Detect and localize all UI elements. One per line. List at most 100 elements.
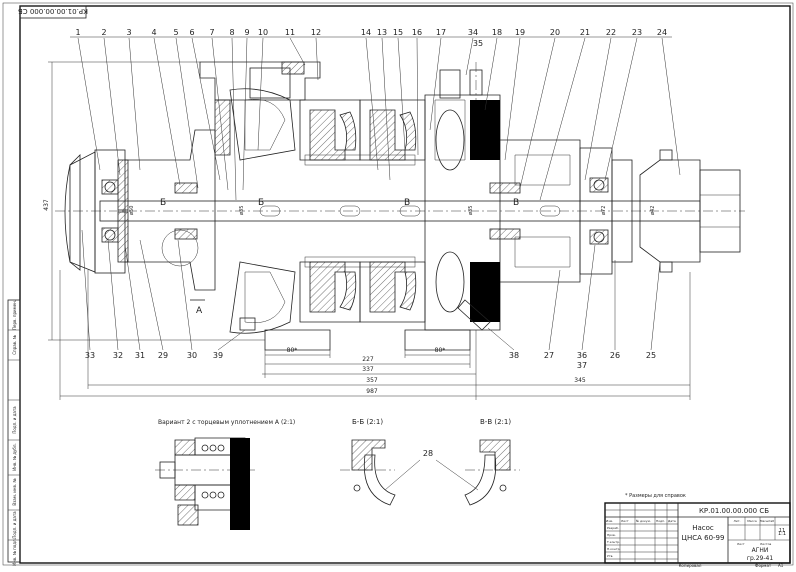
callout-12: 12 [311,28,321,37]
format-label: Формат [755,563,772,568]
section-marker-b2: Б [258,198,264,208]
strip-label: Справ. № [12,335,17,354]
callout-19: 19 [515,28,525,37]
scale-label: Масштаб [760,519,774,523]
strip-label: Инв. № дубл. [12,443,17,470]
strip-label: Подп. и дата [12,511,17,539]
callout-4: 4 [151,28,156,37]
lit-label: Лит. [734,519,741,523]
callout-38: 38 [509,351,519,360]
callout-25: 25 [646,351,656,360]
rotated-code: КР.01.00.00.000 СБ [18,7,88,15]
diam-label: ø35 [239,206,245,215]
scale-value: 1:1 [778,531,786,537]
callout-8: 8 [229,28,234,37]
section-marker-v2: В [513,198,519,208]
dim-357: 357 [366,377,378,384]
main-view: Б Б В В А ø50 ø35 ø35 ø72 ø42 [55,61,745,351]
dim-987: 987 [366,388,378,395]
callout-11: 11 [285,28,295,37]
title-code: КР.01.00.00.000 СБ [699,507,769,515]
left-bearing-housing [94,149,126,274]
callout-1: 1 [75,28,80,37]
bottom-callouts: 33 32 31 29 30 39 38 27 36 37 26 25 [81,229,661,370]
callout-26: 26 [610,351,620,360]
rotated-code-box: КР.01.00.00.000 СБ [18,5,88,19]
org-line-1: АГНИ [752,547,769,554]
callout-31: 31 [135,351,145,360]
diam-label: ø50 [129,206,135,215]
footnote: * Размеры для справок [625,493,686,499]
callout-15: 15 [393,28,403,37]
callout-24: 24 [657,28,667,37]
drain-stub [457,299,491,331]
callout-3: 3 [126,28,131,37]
callout-10: 10 [258,28,268,37]
callout-16: 16 [412,28,422,37]
callout-28: 28 [423,449,433,458]
top-stub [439,69,461,99]
role-label: Подп. [656,519,665,523]
dim-80-left: 80* [287,347,298,354]
shaft [99,200,701,222]
section-vv-caption: В-В (2:1) [480,418,511,426]
callout-13: 13 [377,28,387,37]
title-block: КР.01.00.00.000 СБ Насос ЦНСА 60-99 Лит.… [604,502,791,564]
mass-label: Масса [747,519,757,523]
dimensions: 437 80* 227 80* 337 357 345 987 [43,61,691,400]
org-line-2: гр.29-41 [747,555,773,562]
role-label: Изм. [606,519,613,523]
role-label: Пров. [607,533,616,537]
left-foot [264,329,331,351]
callout-27: 27 [544,351,554,360]
callout-28-group: 28 [384,449,479,491]
callout-36: 36 [577,351,587,360]
suction-casing [125,129,216,291]
role-label: Разраб. [607,526,619,530]
callout-7: 7 [209,28,214,37]
stage-sections [299,99,426,323]
callout-5: 5 [173,28,178,37]
strip-label: Подп. и дата [12,406,17,434]
role-label: Утв. [607,554,613,558]
copied-label: Копировал [679,563,702,568]
callout-17: 17 [436,28,446,37]
section-marker-b1: Б [160,198,166,208]
callout-37: 37 [577,361,587,370]
left-cap [64,154,81,271]
section-bb-caption: Б-Б (2:1) [352,418,383,426]
diam-label: ø72 [601,206,607,215]
diam-label: ø42 [650,206,656,215]
role-label: Лист [621,519,629,523]
diam-label: ø35 [468,206,474,215]
section-marker-v1: В [404,198,410,208]
detail-section-vv: В-В (2:1) [464,418,520,506]
callout-23: 23 [632,28,642,37]
callout-2: 2 [101,28,106,37]
callout-6: 6 [189,28,194,37]
sheet-label: Лист [737,542,745,546]
callout-21: 21 [580,28,590,37]
dim-227: 227 [362,356,374,363]
callout-9: 9 [244,28,249,37]
dim-height: 437 [43,199,50,211]
side-strip: Перв. примен. Справ. № Подп. и дата Инв.… [7,299,21,566]
callout-20: 20 [550,28,560,37]
callout-22: 22 [606,28,616,37]
strip-label: Перв. примен. [12,300,17,330]
callout-34: 34 [468,28,478,37]
top-callouts: 1 2 3 4 5 6 7 8 9 10 11 12 14 13 15 16 1… [70,28,672,48]
callout-33: 33 [85,351,95,360]
title-name-1: Насос [692,524,714,532]
sheet-count: 11 [779,528,785,534]
callout-29: 29 [158,351,168,360]
callout-32: 32 [113,351,123,360]
callout-18: 18 [492,28,502,37]
detail-section-bb: Б-Б (2:1) [340,418,396,506]
section-marker-a: А [196,306,203,316]
dim-337: 337 [362,366,374,373]
format-value: А1 [778,563,784,568]
